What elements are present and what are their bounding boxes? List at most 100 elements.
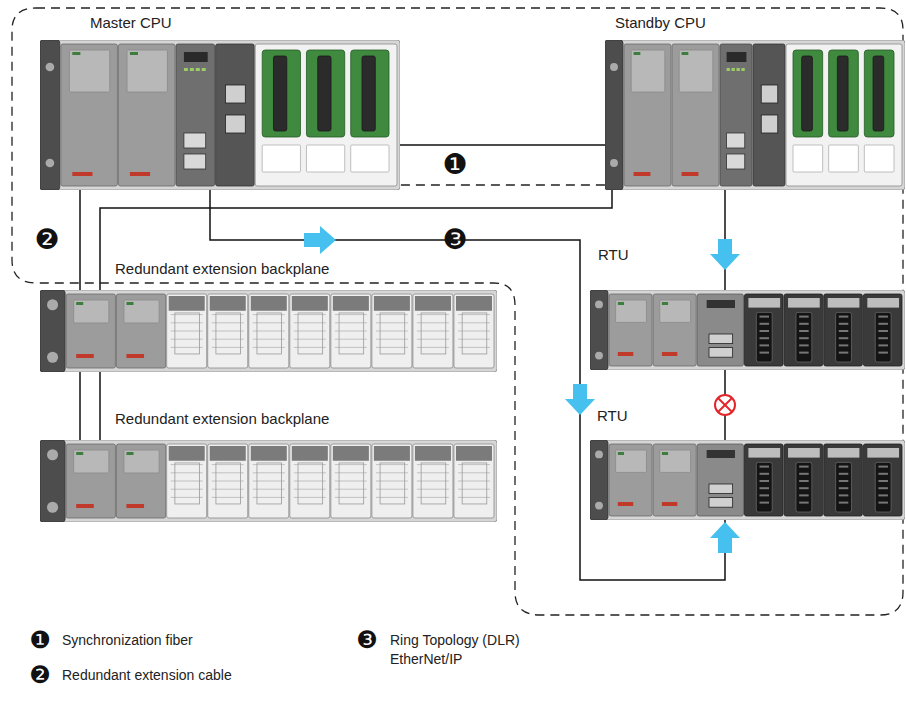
io-line [417,489,449,490]
io-line [171,464,203,465]
io-line [376,322,408,323]
callout-number: ❸ [356,628,378,652]
io-top [169,296,205,311]
terminal-pin [760,337,770,339]
terminal-pin [839,494,849,496]
io-line [376,489,408,490]
mount-hole [46,63,55,72]
backplane [605,40,905,190]
network-port [709,484,733,494]
io-line [171,497,203,498]
io-window [380,313,405,354]
callout-number: ❶ [29,628,51,652]
terminal-pin [760,487,770,489]
io-top [251,446,287,461]
cpu-module [176,44,215,186]
network-port [226,115,246,133]
end-cap [605,40,623,190]
io-line [458,314,490,315]
io-line [171,347,203,348]
io-line [417,464,449,465]
io-line [253,489,285,490]
callout-number: ❷ [29,663,51,687]
io-window [298,313,323,354]
terminal-pin [799,466,809,468]
power-module [116,444,165,518]
io-board [829,50,859,137]
io-line [417,347,449,348]
redundant-system-region [12,8,903,615]
io-window [339,463,364,504]
io-window [257,313,282,354]
power-module [609,294,652,366]
rack-heading: RTU [597,407,628,425]
io-line [253,331,285,332]
brand-mark [76,354,94,358]
io-top [292,296,328,311]
terminal-pin [799,337,809,339]
io-top [374,446,410,461]
io-line [335,464,367,465]
io-window [257,463,282,504]
io-line [335,472,367,473]
terminal-module [824,444,863,516]
io-window [216,313,241,354]
mount-hole [595,300,603,308]
io-line [253,472,285,473]
module-face [74,300,109,323]
brand-mark [662,502,677,506]
module-face [660,300,691,322]
io-module [454,294,494,368]
plc-rack: RTU [590,290,905,370]
terminal-pin [878,323,888,325]
network-module [753,44,785,186]
io-line [335,314,367,315]
io-module [413,294,453,368]
terminal-pin [878,316,888,318]
terminal-pin [878,494,888,496]
io-line [294,481,326,482]
io-line [212,331,244,332]
io-window [462,313,487,354]
terminal-connector [796,462,812,512]
terminal-pin [799,330,809,332]
io-top [456,446,492,461]
terminal-module [824,294,863,366]
module-face [679,50,713,92]
module-face [124,450,159,473]
io-top [210,446,246,461]
io-line [171,314,203,315]
io-window [339,313,364,354]
io-line [212,347,244,348]
io-board [864,50,894,137]
terminal-pin [839,487,849,489]
mount-hole [595,450,603,458]
end-cap [40,290,65,372]
terminal-label [748,298,780,308]
io-module [167,444,207,518]
power-module [116,294,165,368]
power-module [624,44,671,186]
io-line [335,497,367,498]
led [76,302,83,305]
io-module [249,294,289,368]
legend-entry: Ring Topology (DLR) EtherNet/IP [390,631,565,669]
legend-text: Synchronization fiber [62,632,193,648]
terminal-pin [760,473,770,475]
io-connector [318,56,331,131]
legend-entry: Redundant extension cable [62,666,322,685]
power-module [609,444,652,516]
io-tab [793,145,823,172]
brand-mark [72,172,92,176]
backplane [590,440,905,520]
end-cap [40,440,65,522]
io-line [417,322,449,323]
io-line [253,497,285,498]
plc-rack-illustration [40,440,497,522]
terminal-connector [756,312,772,362]
rack-heading: Standby CPU [615,14,706,32]
led [662,302,668,305]
io-line [335,489,367,490]
io-line [253,481,285,482]
io-connector [802,56,813,131]
